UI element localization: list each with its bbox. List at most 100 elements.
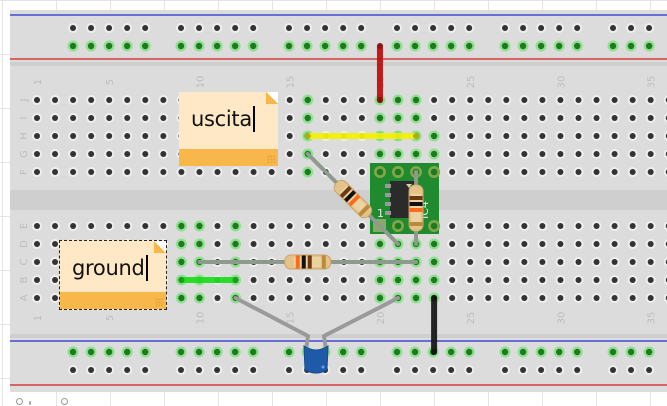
hole-F13[interactable] xyxy=(250,169,257,175)
rail-hole[interactable] xyxy=(88,367,95,373)
rail-hole[interactable] xyxy=(466,42,473,50)
rail-hole[interactable] xyxy=(358,367,365,373)
rail-hole[interactable] xyxy=(448,25,455,31)
hole-G15[interactable] xyxy=(286,151,293,157)
rail-hole[interactable] xyxy=(412,25,419,31)
hole-C33[interactable] xyxy=(611,259,618,265)
hole-H28[interactable] xyxy=(521,133,528,139)
hole-E17[interactable] xyxy=(322,223,329,229)
rail-hole[interactable] xyxy=(214,25,221,31)
hole-J7[interactable] xyxy=(142,97,149,103)
rail-hole[interactable] xyxy=(285,348,293,356)
rail-hole[interactable] xyxy=(411,42,419,50)
hole-A16[interactable] xyxy=(304,295,311,301)
hole-E2[interactable] xyxy=(52,223,59,229)
rail-hole[interactable] xyxy=(429,42,437,50)
hole-C28[interactable] xyxy=(521,259,528,265)
rail-hole[interactable] xyxy=(538,367,545,373)
wire-end[interactable] xyxy=(178,277,185,283)
hole-D25[interactable] xyxy=(467,241,474,247)
hole-A32[interactable] xyxy=(593,295,600,301)
hole-F18[interactable] xyxy=(340,169,347,175)
hole-F25[interactable] xyxy=(467,169,474,175)
rail-hole[interactable] xyxy=(286,25,292,31)
rail-hole[interactable] xyxy=(538,25,545,31)
hole-A9[interactable] xyxy=(178,294,185,302)
hole-C24[interactable] xyxy=(449,259,456,265)
hole-E26[interactable] xyxy=(485,223,492,229)
rail-hole[interactable] xyxy=(501,348,509,356)
hole-I19[interactable] xyxy=(358,115,365,121)
rail-hole[interactable] xyxy=(609,42,617,50)
rail-hole[interactable] xyxy=(627,348,635,356)
hole-G19[interactable] xyxy=(358,151,365,157)
rail-hole[interactable] xyxy=(430,367,437,373)
hole-H3[interactable] xyxy=(70,133,77,139)
hole-G29[interactable] xyxy=(539,151,546,157)
hole-H6[interactable] xyxy=(124,133,131,139)
rail-hole[interactable] xyxy=(628,367,635,373)
hole-B19[interactable] xyxy=(358,277,365,283)
hole-J30[interactable] xyxy=(557,97,564,103)
hole-G26[interactable] xyxy=(485,151,492,157)
hole-D34[interactable] xyxy=(629,241,636,247)
rail-hole[interactable] xyxy=(304,25,311,31)
rail-hole[interactable] xyxy=(178,367,184,373)
hole-G1[interactable] xyxy=(34,151,40,157)
hole-J4[interactable] xyxy=(88,97,95,103)
wire-end[interactable] xyxy=(304,133,311,139)
hole-J22[interactable] xyxy=(412,96,420,104)
note-text-field[interactable]: uscita xyxy=(191,106,255,132)
hole-B2[interactable] xyxy=(52,277,59,283)
hole-D26[interactable] xyxy=(485,241,492,247)
hole-C32[interactable] xyxy=(593,259,600,265)
rail-hole[interactable] xyxy=(213,348,221,356)
rail-hole[interactable] xyxy=(574,367,581,373)
hole-I31[interactable] xyxy=(575,115,582,121)
hole-E32[interactable] xyxy=(593,223,600,229)
hole-H31[interactable] xyxy=(575,133,582,139)
hole-I22[interactable] xyxy=(412,114,420,122)
hole-J24[interactable] xyxy=(449,97,456,103)
rail-hole[interactable] xyxy=(250,42,257,50)
hole-D16[interactable] xyxy=(304,241,311,247)
hole-B18[interactable] xyxy=(340,277,347,283)
rail-hole[interactable] xyxy=(87,42,95,50)
rail-hole[interactable] xyxy=(501,42,509,50)
hole-G35[interactable] xyxy=(647,151,654,157)
rail-hole[interactable] xyxy=(627,42,635,50)
hole-J5[interactable] xyxy=(106,97,113,103)
hole-H8[interactable] xyxy=(160,133,167,139)
hole-D29[interactable] xyxy=(539,241,546,247)
hole-A25[interactable] xyxy=(467,295,474,301)
resistor-diagonal[interactable] xyxy=(305,152,400,246)
hole-B23[interactable] xyxy=(430,276,438,284)
hole-J29[interactable] xyxy=(539,97,546,103)
hole-B26[interactable] xyxy=(485,277,492,283)
hole-G25[interactable] xyxy=(467,151,474,157)
rail-hole[interactable] xyxy=(231,348,239,356)
hole-C27[interactable] xyxy=(503,259,510,265)
hole-F28[interactable] xyxy=(521,169,528,175)
rail-hole[interactable] xyxy=(609,348,617,356)
hole-E12[interactable] xyxy=(232,222,239,230)
hole-B25[interactable] xyxy=(467,277,474,283)
hole-I25[interactable] xyxy=(467,115,474,121)
hole-G7[interactable] xyxy=(142,151,149,157)
hole-E4[interactable] xyxy=(88,223,95,229)
hole-F9[interactable] xyxy=(178,169,185,175)
rail-hole[interactable] xyxy=(214,367,221,373)
hole-E9[interactable] xyxy=(178,222,185,230)
hole-D9[interactable] xyxy=(178,240,185,248)
hole-E25[interactable] xyxy=(467,223,474,229)
hole-E8[interactable] xyxy=(160,223,167,229)
resistor-horizontal[interactable] xyxy=(197,254,419,270)
hole-I26[interactable] xyxy=(485,115,492,121)
hole-I20[interactable] xyxy=(376,114,384,122)
hole-I23[interactable] xyxy=(431,115,438,121)
hole-E7[interactable] xyxy=(142,223,149,229)
hole-A10[interactable] xyxy=(196,294,203,302)
rail-hole[interactable] xyxy=(303,42,311,50)
rail-hole[interactable] xyxy=(555,348,563,356)
